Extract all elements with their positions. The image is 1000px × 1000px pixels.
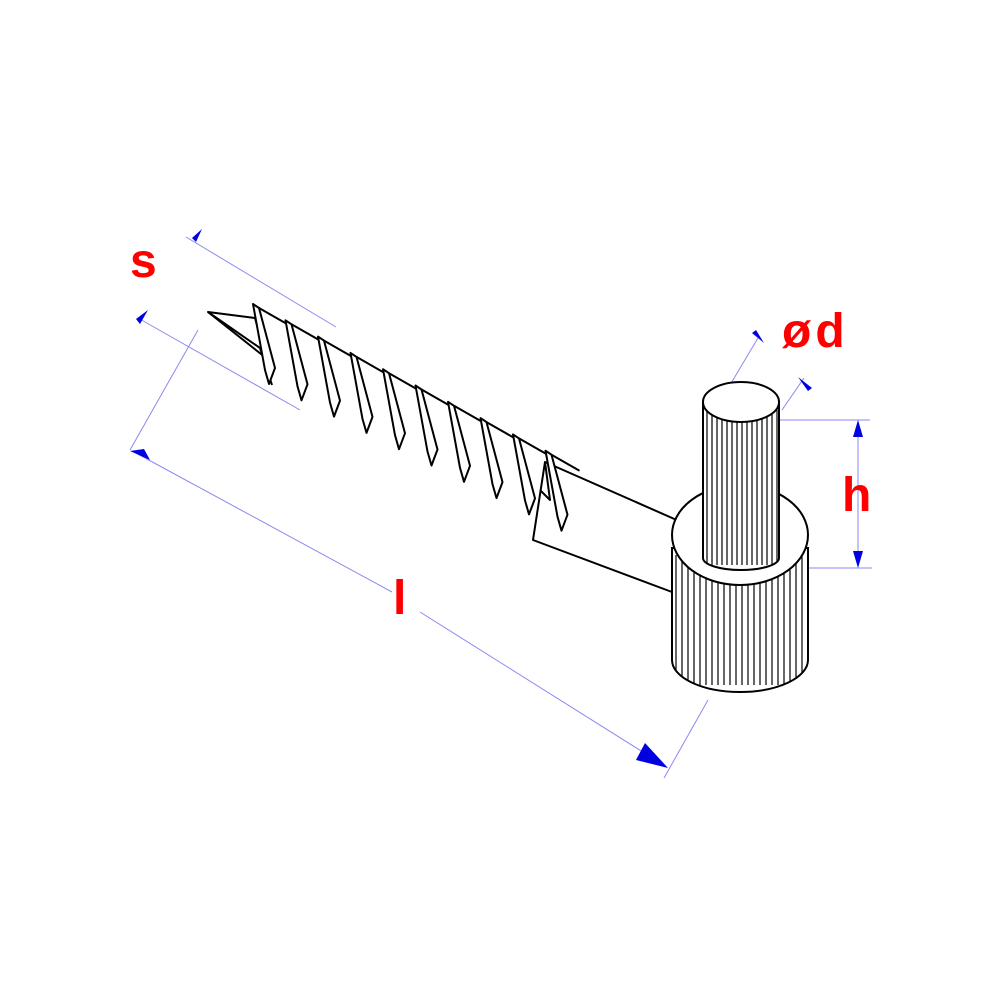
s-arrow-bottom	[136, 310, 148, 324]
thread-crest	[447, 400, 471, 483]
s-arrow-top	[192, 229, 202, 242]
l-extension-line-left	[129, 329, 199, 451]
d-extension-line-2	[781, 377, 805, 411]
d-dimension-label: ød	[782, 305, 849, 358]
thread-end	[539, 461, 551, 501]
thread-crest	[317, 335, 341, 418]
arrowheads	[130, 229, 863, 768]
h-dimension-label: h	[842, 469, 872, 522]
s-extension-line	[137, 317, 301, 411]
thread-crest	[479, 417, 504, 500]
thread-root	[453, 404, 483, 423]
screw-threads	[252, 303, 580, 532]
pin	[702, 381, 780, 571]
l-dimension-line-a	[133, 451, 393, 593]
thread-root	[356, 356, 385, 374]
h-arrow-bottom	[853, 551, 863, 568]
thread-root	[388, 372, 418, 391]
s-dimension-label: s	[130, 235, 157, 288]
d-arrow-left	[752, 330, 764, 343]
d-extension-line	[729, 337, 759, 386]
dimension-lines	[129, 236, 872, 779]
thread-root	[518, 437, 548, 456]
l-dimension-label: l	[393, 572, 407, 625]
pin-knurling	[706, 410, 778, 565]
thread-crest	[349, 351, 374, 434]
thread-root	[291, 323, 320, 342]
l-dimension-line-b	[419, 611, 666, 767]
thread-root	[258, 307, 288, 325]
s-dimension-line	[185, 236, 337, 328]
thread-crest	[544, 449, 569, 532]
thread-crest	[382, 368, 406, 451]
thread-root	[421, 388, 450, 407]
l-arrow-left	[130, 449, 150, 460]
thread-crest	[512, 433, 536, 516]
d-arrow-right	[798, 377, 812, 391]
thread-crest	[414, 384, 439, 467]
pin-top	[702, 381, 780, 423]
thread-crest	[284, 319, 309, 402]
thread-root	[486, 421, 515, 439]
thread-root	[323, 339, 353, 358]
h-arrow-top	[853, 420, 863, 437]
l-extension-line-right	[663, 699, 709, 779]
l-arrow-right	[636, 743, 668, 768]
threaded-shank	[207, 311, 689, 593]
thread-root	[551, 453, 580, 472]
thread-crest	[252, 303, 276, 385]
